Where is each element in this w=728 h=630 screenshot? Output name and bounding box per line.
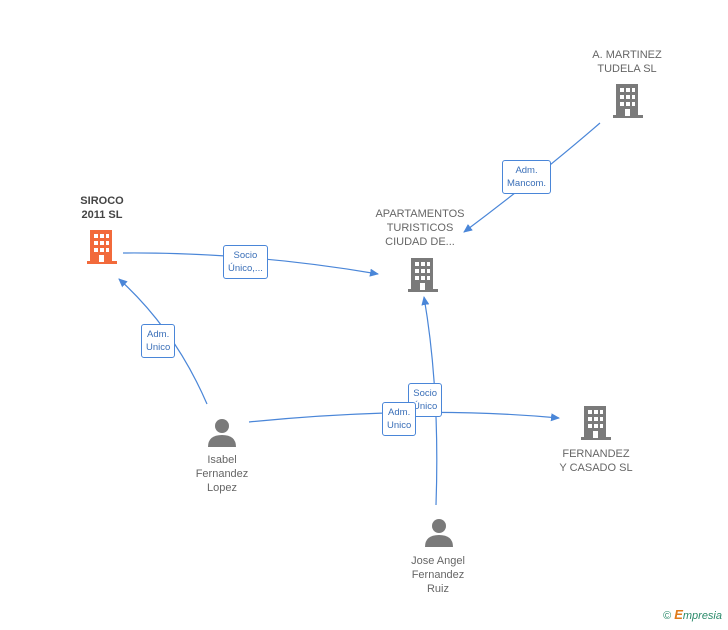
node-fernandez-casado-label: FERNANDEZ Y CASADO SL — [546, 447, 646, 475]
edge-label-socio-unico-1-line-2: Único,... — [228, 263, 263, 274]
node-jose-label: Jose Angel Fernandez Ruiz — [394, 554, 482, 596]
node-jose-line-3: Ruiz — [426, 583, 449, 595]
node-fernandez-casado-line-2: Y CASADO SL — [559, 462, 633, 474]
edge-label-adm-unico-2-line-2: Unico — [387, 420, 412, 431]
node-martinez-line-2: TUDELA SL — [597, 63, 657, 75]
node-jose-line-1: Jose Angel — [411, 555, 465, 567]
person-icon[interactable] — [207, 418, 237, 448]
copyright-symbol: © — [663, 610, 672, 622]
building-icon[interactable] — [612, 84, 644, 118]
building-icon[interactable] — [580, 406, 612, 440]
node-siroco-line-2: 2011 SL — [81, 209, 123, 221]
node-siroco-label: SIROCO 2011 SL — [60, 194, 144, 222]
edge-label-adm-mancom[interactable]: Adm. Mancom. — [502, 160, 552, 194]
node-martinez-label: A. MARTINEZ TUDELA SL — [575, 48, 679, 76]
node-fernandez-casado-line-1: FERNANDEZ — [562, 448, 630, 460]
edge-label-adm-unico-1-line-2: Unico — [146, 342, 171, 353]
node-apartamentos-line-3: CIUDAD DE... — [385, 236, 455, 248]
brand-watermark: ©Empresia — [663, 607, 722, 622]
node-apartamentos-line-1: APARTAMENTOS — [375, 208, 465, 220]
brand-name: mpresia — [682, 610, 722, 622]
node-apartamentos-line-2: TURISTICOS — [386, 222, 454, 234]
edge-label-adm-unico-2-line-1: Adm. — [388, 407, 411, 418]
brand-logo-letter: E — [674, 607, 683, 622]
edge-label-adm-unico-1[interactable]: Adm. Unico — [141, 324, 176, 358]
edge-label-socio-unico-2-line-1: Socio — [413, 388, 438, 399]
node-isabel-line-1: Isabel — [207, 454, 237, 466]
building-icon[interactable] — [407, 258, 439, 292]
node-siroco-line-1: SIROCO — [80, 195, 124, 207]
building-icon[interactable] — [86, 230, 118, 264]
edge-label-adm-unico-2[interactable]: Adm. Unico — [382, 402, 417, 436]
edge-label-socio-unico-1-line-1: Socio — [233, 250, 258, 261]
person-icon[interactable] — [424, 518, 454, 548]
node-isabel-line-3: Lopez — [207, 482, 237, 494]
edge-label-adm-mancom-line-1: Adm. — [515, 165, 538, 176]
edge-label-adm-unico-1-line-1: Adm. — [147, 329, 170, 340]
node-jose-line-2: Fernandez — [411, 569, 465, 581]
node-isabel-line-2: Fernandez — [195, 468, 249, 480]
edge-label-adm-mancom-line-2: Mancom. — [507, 178, 547, 189]
node-apartamentos-label: APARTAMENTOS TURISTICOS CIUDAD DE... — [364, 207, 476, 249]
node-martinez-line-1: A. MARTINEZ — [592, 49, 662, 61]
node-isabel-label: Isabel Fernandez Lopez — [178, 453, 266, 495]
edge-label-socio-unico-2-line-2: Único — [413, 401, 438, 412]
edge-label-socio-unico-1[interactable]: Socio Único,... — [223, 245, 268, 279]
